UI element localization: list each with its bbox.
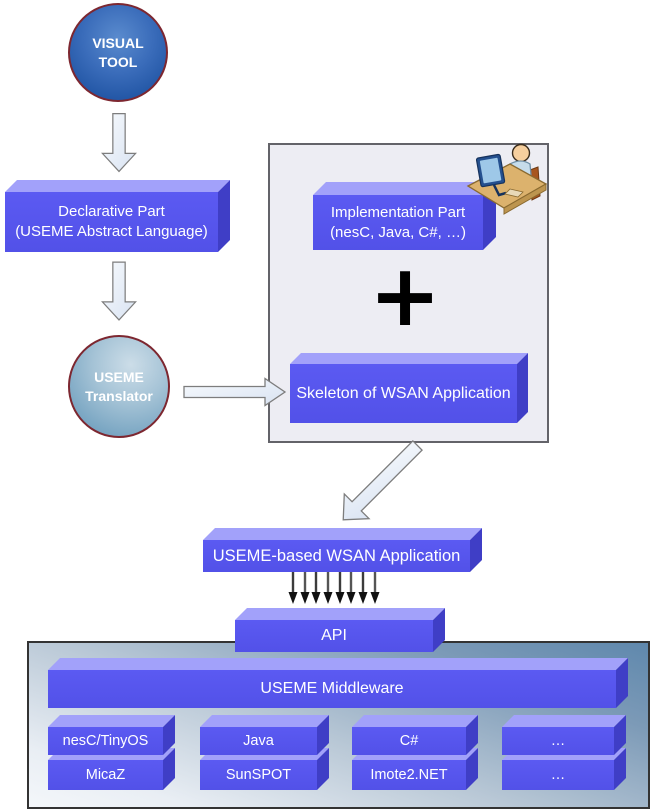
- box-front-face: API: [235, 620, 433, 652]
- box-top-face: [48, 658, 628, 670]
- box-top-face: [48, 715, 175, 727]
- flow-arrow-icon: [300, 571, 310, 605]
- box-side-face: [517, 353, 528, 423]
- flow-arrow-icon: [288, 571, 298, 605]
- box-front-face: Implementation Part (nesC, Java, C#, …): [313, 195, 483, 250]
- person-at-computer-icon: [464, 140, 550, 218]
- useme-translator-node: USEME Translator: [68, 335, 170, 438]
- language-label: Java: [243, 733, 274, 749]
- box-top-face: [313, 182, 496, 195]
- implementation-part-line2: (nesC, Java, C#, …): [330, 223, 466, 241]
- box-front-face: Declarative Part (USEME Abstract Languag…: [5, 192, 218, 252]
- skeleton-node: Skeleton of WSAN Application: [290, 353, 517, 423]
- plus-symbol: +: [368, 246, 442, 346]
- flow-arrow-icon: [335, 571, 345, 605]
- box-side-face: [317, 715, 329, 755]
- box-front-face: SunSPOT: [200, 760, 317, 790]
- skeleton-label: Skeleton of WSAN Application: [296, 384, 511, 402]
- visual-tool-node: VISUAL TOOL: [68, 3, 168, 102]
- platform-box-ellipsis: …: [502, 748, 614, 790]
- box-side-face: [466, 715, 478, 755]
- box-front-face: Imote2.NET: [352, 760, 466, 790]
- api-node: API: [235, 608, 433, 652]
- api-label: API: [321, 627, 347, 644]
- language-label: nesC/TinyOS: [62, 733, 149, 749]
- arrow-right-icon: [183, 377, 287, 407]
- box-top-face: [290, 353, 528, 364]
- box-side-face: [163, 715, 175, 755]
- box-front-face: …: [502, 727, 614, 755]
- box-top-face: [200, 715, 329, 727]
- arrow-down-icon: [101, 111, 137, 175]
- language-box-csharp: C#: [352, 715, 466, 755]
- useme-based-app-node: USEME-based WSAN Application: [203, 528, 470, 572]
- box-side-face: [466, 748, 478, 790]
- platform-label: Imote2.NET: [370, 767, 448, 783]
- box-side-face: [470, 528, 482, 572]
- useme-based-app-label: USEME-based WSAN Application: [212, 546, 461, 565]
- platform-label: SunSPOT: [225, 767, 292, 783]
- box-top-face: [5, 180, 230, 192]
- implementation-part-line1: Implementation Part: [330, 203, 466, 221]
- box-side-face: [317, 748, 329, 790]
- language-box-nesc-tinyos: nesC/TinyOS: [48, 715, 163, 755]
- language-box-java: Java: [200, 715, 317, 755]
- platform-label: …: [550, 767, 566, 783]
- box-side-face: [616, 658, 628, 708]
- box-front-face: USEME Middleware: [48, 670, 616, 708]
- box-front-face: USEME-based WSAN Application: [203, 540, 470, 572]
- useme-translator-label: USEME Translator: [85, 368, 153, 404]
- declarative-part-node: Declarative Part (USEME Abstract Languag…: [5, 180, 218, 252]
- box-front-face: C#: [352, 727, 466, 755]
- box-side-face: [614, 715, 626, 755]
- declarative-part-line1: Declarative Part: [58, 203, 165, 221]
- box-side-face: [163, 748, 175, 790]
- flow-arrow-icon: [346, 571, 356, 605]
- box-top-face: [502, 715, 626, 727]
- box-front-face: Java: [200, 727, 317, 755]
- middleware-label: USEME Middleware: [260, 680, 404, 697]
- arrow-diagonal-icon: [328, 431, 431, 534]
- language-label: C#: [399, 733, 419, 749]
- platform-label: MicaZ: [85, 767, 126, 783]
- box-top-face: [203, 528, 482, 540]
- box-side-face: [433, 608, 445, 652]
- box-front-face: MicaZ: [48, 760, 163, 790]
- box-top-face: [235, 608, 445, 620]
- visual-tool-label: VISUAL TOOL: [92, 34, 144, 70]
- flow-arrow-icon: [323, 571, 333, 605]
- box-side-face: [614, 748, 626, 790]
- box-front-face: nesC/TinyOS: [48, 727, 163, 755]
- box-front-face: …: [502, 760, 614, 790]
- box-side-face: [218, 180, 230, 252]
- box-top-face: [352, 715, 478, 727]
- middleware-node: USEME Middleware: [48, 658, 616, 708]
- arrow-down-icon: [101, 260, 137, 323]
- implementation-part-node: Implementation Part (nesC, Java, C#, …): [313, 182, 483, 250]
- box-front-face: Skeleton of WSAN Application: [290, 364, 517, 423]
- flow-arrow-icon: [358, 571, 368, 605]
- declarative-part-line2: (USEME Abstract Language): [15, 223, 208, 240]
- language-box-ellipsis: …: [502, 715, 614, 755]
- language-label: …: [550, 733, 566, 749]
- flow-arrow-icon: [311, 571, 321, 605]
- flow-arrow-icon: [370, 571, 380, 605]
